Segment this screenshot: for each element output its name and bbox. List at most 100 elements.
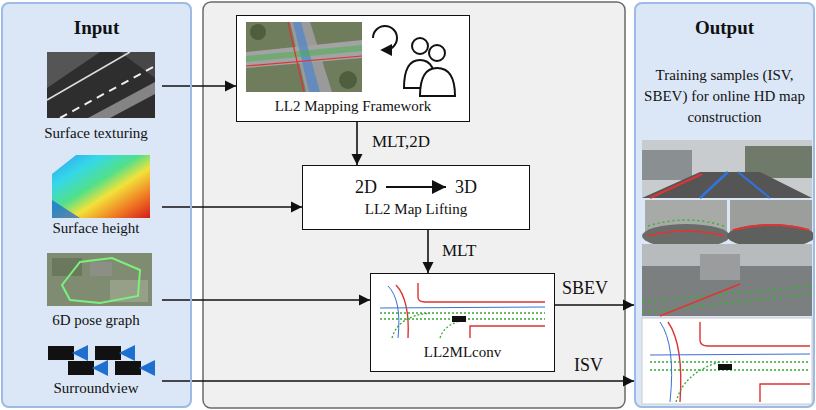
pose-graph-image-part — [90, 262, 112, 276]
output-fisheye-images-part — [733, 225, 809, 230]
mapping-aerial-image-part — [288, 22, 304, 92]
output-bev-map-part — [700, 322, 810, 346]
input-panel: InputSurface texturingSurface height 6D p… — [1, 2, 192, 408]
surroundview-camera-icons-part — [139, 360, 155, 376]
surroundview-camera-icons-part — [95, 346, 121, 360]
mapping-aerial-image-part — [246, 56, 362, 66]
vector-map-illustration-part — [388, 286, 399, 338]
input-item: Surface texturing — [30, 48, 162, 145]
surroundview-camera-icons-part — [92, 360, 108, 376]
output-front-camera-image — [642, 140, 812, 198]
node-title: LL2MLconv — [424, 344, 501, 361]
output-fisheye-images — [642, 200, 815, 248]
text-holder: Surroundview — [30, 340, 162, 400]
output-bev-map-part — [760, 384, 810, 402]
node-title: Input — [74, 17, 119, 39]
output-front-camera-image-part — [738, 172, 770, 198]
node-title: LL2 Mapping Framework — [275, 98, 432, 115]
surroundview-camera-icons-part — [72, 345, 88, 361]
output-bev-map-part — [718, 364, 732, 370]
node-text: Training samples (ISV, SBEV) for online … — [636, 65, 813, 128]
surface-texturing-image-part — [88, 82, 155, 118]
iteration-icon — [373, 26, 397, 50]
output-front-camera-image-part — [642, 150, 692, 180]
node-title: Output — [695, 17, 754, 39]
output-bev-map-part — [642, 318, 812, 404]
output-front-camera-image-part — [642, 140, 812, 198]
panel-fills-part — [302, 165, 530, 230]
node-title: Surface height — [52, 220, 139, 237]
lifting-arrow-part — [386, 186, 446, 188]
process-box: LL2 Mapping Framework — [236, 15, 470, 122]
surface-height-image — [52, 155, 150, 218]
input-item: Surroundview — [30, 340, 162, 400]
flow-arrow — [162, 299, 370, 301]
output-bev-map — [642, 318, 812, 404]
vector-map-illustration-part — [418, 283, 545, 302]
surroundview-camera-icons-part — [68, 361, 94, 375]
output-panel: OutputTraining samples (ISV, SBEV) for o… — [634, 2, 815, 408]
output-front-camera-image-part — [650, 174, 702, 198]
output-fisheye-images-part — [648, 231, 724, 236]
vector-map-illustration — [380, 283, 545, 338]
text-holder: Surface texturing — [30, 48, 162, 145]
input-item: Surface height — [30, 150, 162, 240]
surface-height-image-part — [52, 155, 150, 218]
pose-graph-image-part — [62, 258, 140, 303]
pose-graph-image-part — [47, 253, 152, 306]
vector-map-illustration-part — [452, 316, 466, 322]
mapping-aerial-image-part — [250, 24, 266, 40]
output-fisheye-images-part — [648, 220, 724, 226]
flow-arrow — [356, 122, 358, 165]
output-side-camera-image-part — [660, 284, 740, 316]
iteration-icon-part — [373, 26, 397, 50]
output-bev-map-part — [676, 362, 720, 402]
output-side-camera-image-part — [642, 294, 812, 312]
output-bev-map-part — [650, 354, 810, 355]
flow-arrow — [162, 85, 236, 87]
flow-arrow — [162, 380, 634, 382]
output-side-camera-image — [642, 244, 812, 316]
edge-label: SBEV — [562, 278, 608, 299]
vector-map-illustration-part — [392, 313, 430, 338]
node-text: LL2 Map Lifting — [365, 201, 467, 218]
input-item: 6D pose graph — [30, 248, 162, 332]
text-holder: 6D pose graph — [30, 248, 162, 332]
edge-label: MLT — [442, 241, 476, 261]
output-side-camera-image-part — [642, 244, 812, 316]
text-holder: LL2MLconv — [371, 274, 554, 371]
edge-label: ISV — [574, 355, 603, 376]
vector-map-illustration-part — [470, 326, 545, 338]
mapping-aerial-image-part — [246, 45, 362, 62]
pose-graph-image-part — [52, 258, 82, 276]
surface-texturing-image-part — [60, 66, 155, 118]
output-side-camera-image-part — [700, 254, 740, 280]
surface-texturing-image-part — [47, 52, 155, 118]
text-row: 2D3D — [355, 177, 477, 198]
surroundview-camera-icons-part — [48, 346, 74, 360]
output-bev-map-part — [660, 322, 672, 402]
mapping-aerial-image-part — [246, 22, 362, 92]
output-front-camera-image-part — [700, 172, 728, 198]
node-title: Surroundview — [54, 380, 139, 397]
surface-texturing-image-part — [120, 52, 155, 78]
surroundview-camera-icons-part — [115, 361, 141, 375]
flow-arrow — [555, 304, 634, 306]
lifting-arrow — [386, 187, 446, 188]
mapping-aerial-image-part — [339, 71, 357, 89]
people-icon-part — [412, 38, 428, 54]
panel-fills-part — [634, 2, 815, 408]
surroundview-camera-icons — [48, 345, 155, 376]
text-holder: LL2 Mapping Framework — [237, 16, 469, 121]
text-holder: OutputTraining samples (ISV, SBEV) for o… — [636, 4, 813, 406]
mapping-aerial-image — [246, 22, 362, 92]
output-bev-map-part — [650, 361, 810, 362]
process-box: 2D3D LL2 Map Lifting — [302, 165, 530, 230]
flow-arrow — [162, 206, 302, 208]
surface-texturing-image-part — [47, 52, 130, 100]
pose-graph-image-part — [110, 280, 148, 302]
process-box: LL2MLconv — [370, 273, 555, 372]
surface-texturing-image — [47, 52, 155, 118]
